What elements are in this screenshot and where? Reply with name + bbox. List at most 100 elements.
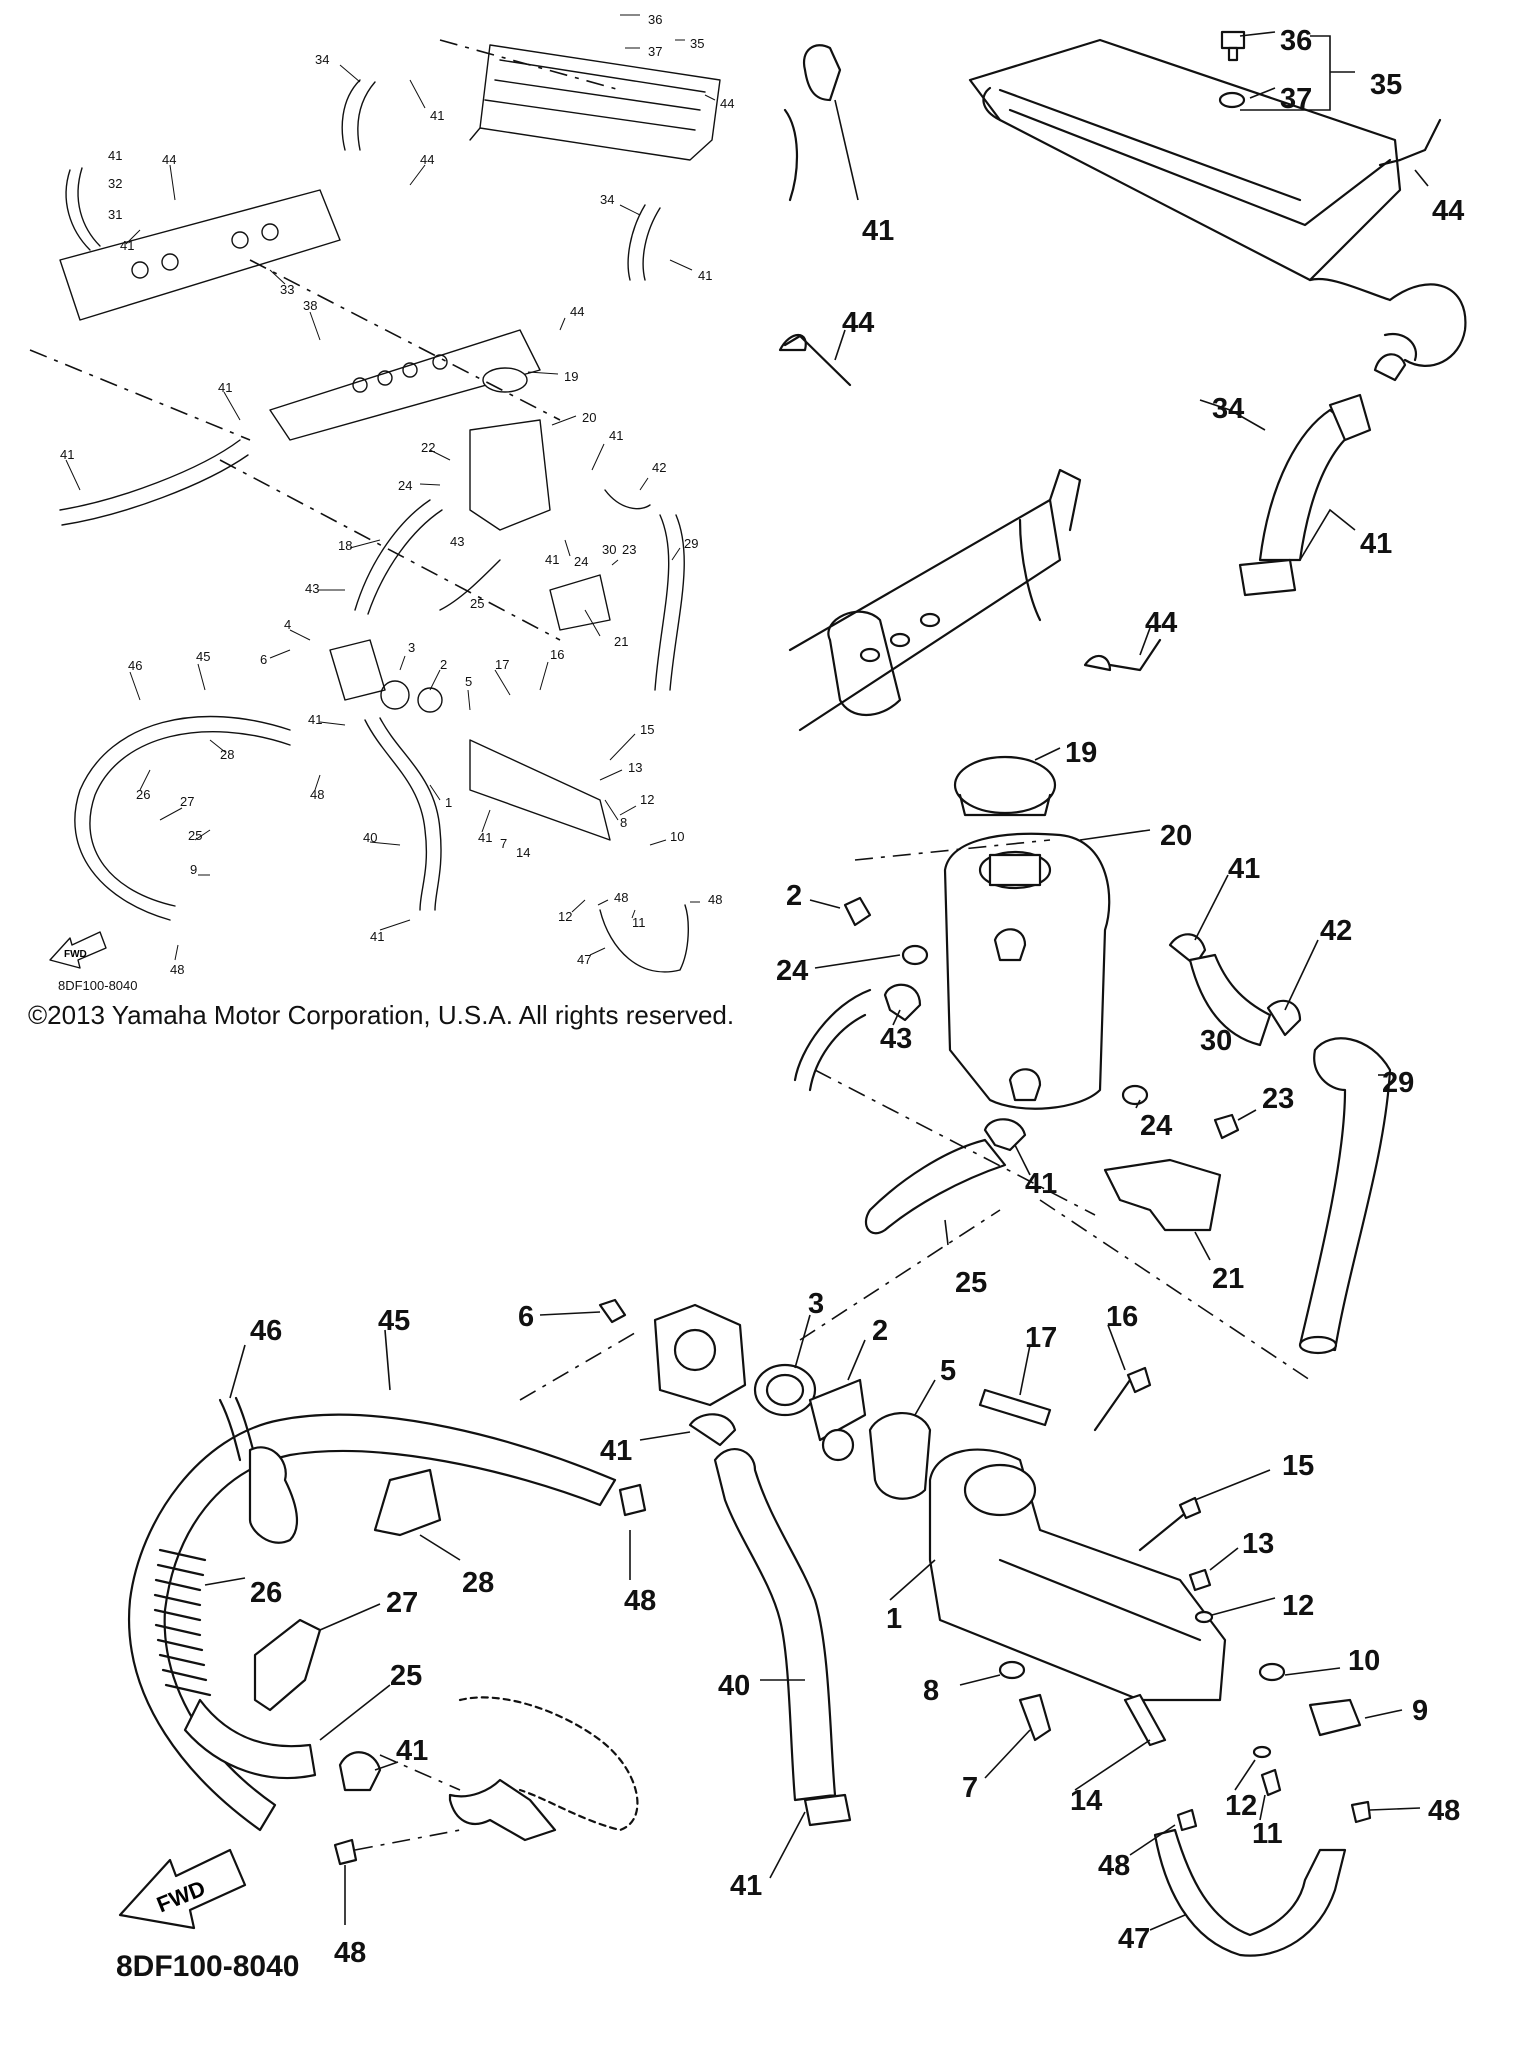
- leader-small: [704, 94, 716, 101]
- leader-large: [1249, 87, 1276, 99]
- hose-40-small: [364, 719, 428, 911]
- leader-small: [604, 799, 619, 821]
- callout-large-6: 6: [518, 1301, 534, 1333]
- hose-34-lower: [627, 204, 646, 281]
- callout-small-34: 34: [315, 52, 329, 67]
- washer-8: [998, 1660, 1026, 1680]
- leader-small: [599, 769, 623, 781]
- bolt-13: [1188, 1568, 1212, 1592]
- hose-elbow-35: [1388, 283, 1467, 367]
- leader-large: [1135, 1099, 1141, 1109]
- callout-small-41: 41: [60, 447, 74, 462]
- callout-small-10: 10: [670, 829, 684, 844]
- hose-34-upper: [341, 79, 361, 151]
- leader-large: [1194, 1469, 1271, 1501]
- callout-small-42: 42: [652, 460, 666, 475]
- leader-small: [467, 689, 471, 711]
- water-housing-small: [469, 739, 611, 841]
- callout-small-14: 14: [516, 845, 530, 860]
- callout-large-24: 24: [776, 955, 808, 987]
- leader-large: [229, 1344, 246, 1399]
- leader-small: [309, 311, 321, 341]
- callout-small-16: 16: [550, 647, 564, 662]
- leader-small: [169, 164, 176, 201]
- callout-small-41: 41: [478, 830, 492, 845]
- leader-large: [1014, 1144, 1031, 1176]
- callout-large-48: 48: [624, 1585, 656, 1617]
- callout-small-12: 12: [640, 792, 654, 807]
- callout-small-45: 45: [196, 649, 210, 664]
- leader-small: [429, 449, 451, 461]
- leader-large: [1074, 1739, 1151, 1791]
- callout-small-35: 35: [690, 36, 704, 51]
- callout-small-38: 38: [303, 298, 317, 313]
- callout-small-13: 13: [628, 760, 642, 775]
- washer-24-left: [901, 944, 929, 966]
- hose-47-small: [599, 904, 689, 973]
- leader-large: [1414, 169, 1429, 187]
- callout-large-44: 44: [1145, 607, 1177, 639]
- leader-large: [1369, 1807, 1421, 1811]
- leader-large: [1240, 35, 1355, 111]
- callout-large-48: 48: [1098, 1850, 1130, 1882]
- hose-32: [65, 169, 91, 251]
- leader-large: [892, 1009, 901, 1026]
- callout-large-20: 20: [1160, 820, 1192, 852]
- callout-small-3: 3: [408, 640, 415, 655]
- leader-small: [174, 944, 179, 961]
- callout-large-41: 41: [600, 1435, 632, 1467]
- leader-large: [914, 1379, 936, 1416]
- copyright-notice: ©2013 Yamaha Motor Corporation, U.S.A. A…: [28, 1000, 735, 1030]
- callout-small-12: 12: [558, 909, 572, 924]
- grommet-44-right: [1378, 118, 1442, 167]
- leader-small: [527, 371, 559, 375]
- leader-large: [639, 1431, 691, 1441]
- callout-small-25: 25: [470, 596, 484, 611]
- callout-small-24: 24: [574, 554, 588, 569]
- callout-small-41: 41: [120, 238, 134, 253]
- callout-small-23: 23: [622, 542, 636, 557]
- callout-large-12: 12: [1282, 1590, 1314, 1622]
- callout-small-44: 44: [420, 152, 434, 167]
- tank-cap-small: [482, 367, 528, 393]
- holder-28: [373, 1468, 442, 1537]
- hose-25-upper: [864, 1138, 1007, 1235]
- diagram-code-large: 8DF100-8040: [116, 1950, 300, 1983]
- leader-small: [399, 655, 406, 671]
- hose-30: [1188, 953, 1272, 1047]
- leader-small: [269, 269, 286, 285]
- leader-small: [197, 663, 206, 691]
- leader-large: [1259, 1794, 1266, 1821]
- callout-small-36: 36: [648, 12, 662, 27]
- callout-small-18: 18: [338, 538, 352, 553]
- callout-small-47: 47: [577, 952, 591, 967]
- leader-small: [591, 443, 605, 471]
- leader-large: [1194, 1231, 1211, 1261]
- leader-large: [769, 1811, 806, 1879]
- callout-large-28: 28: [462, 1567, 494, 1599]
- leader-small: [494, 669, 511, 696]
- leader-large: [1299, 508, 1356, 561]
- leader-large: [1194, 874, 1229, 941]
- hose-29-small: [654, 514, 670, 691]
- leader-small: [289, 629, 311, 641]
- hose-45-small: [74, 715, 291, 921]
- callout-large-14: 14: [1070, 1785, 1102, 1817]
- callout-large-1: 1: [886, 1603, 902, 1635]
- callout-large-37: 37: [1280, 83, 1312, 115]
- leader-large: [374, 1761, 399, 1771]
- thermostat-cover-small: [329, 639, 386, 701]
- leader-large: [1149, 1914, 1186, 1931]
- leader-large: [419, 1534, 461, 1561]
- callout-large-2: 2: [786, 880, 802, 912]
- leader-small: [597, 899, 609, 906]
- callout-small-9: 9: [190, 862, 197, 877]
- callout-large-24: 24: [1140, 1110, 1172, 1142]
- callout-large-19: 19: [1065, 737, 1097, 769]
- lower-cooler-plate: [269, 329, 541, 441]
- callout-large-8: 8: [923, 1675, 939, 1707]
- callout-small-19: 19: [564, 369, 578, 384]
- callout-small-17: 17: [495, 657, 509, 672]
- leader-small: [369, 841, 401, 846]
